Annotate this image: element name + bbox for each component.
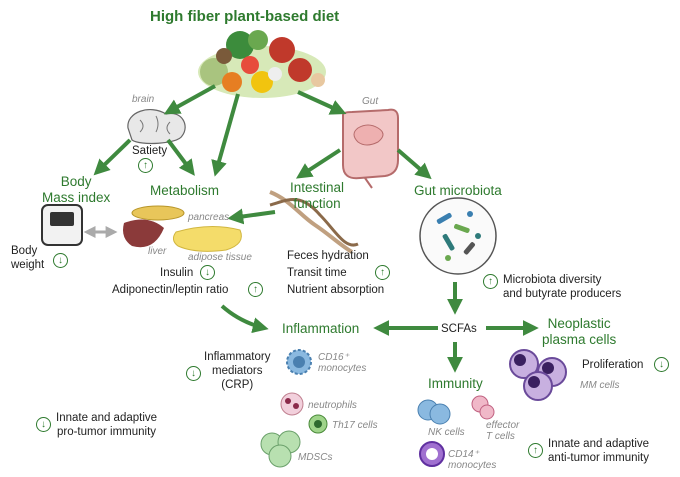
proliferation-down-icon: ↓ (654, 356, 669, 374)
flow-arrows (93, 84, 539, 373)
insulin-label: Insulin (160, 267, 194, 279)
nk-cells (417, 399, 451, 425)
th17-cells-label: Th17 cells (332, 420, 378, 431)
cd16-monocytes-label: CD16⁺ monocytes (318, 352, 367, 374)
nutrient-absorption-label: Nutrient absorption (287, 284, 385, 296)
vegetables-illustration (198, 30, 326, 98)
cd14-monocyte-cell (419, 441, 445, 467)
feces-hydration-label: Feces hydration (287, 250, 369, 262)
satiety-up-icon: ↑ (138, 157, 153, 175)
scfas-label: SCFAs (441, 323, 477, 335)
diagram-title: High fiber plant-based diet (150, 8, 340, 25)
dna-illustration (269, 190, 359, 254)
mm-cells-label: MM cells (580, 380, 620, 391)
insulin-down-icon: ↓ (200, 264, 215, 282)
microbiota-circle (419, 197, 497, 275)
pancreas-shape (131, 205, 185, 221)
satiety-label: Satiety (132, 145, 168, 157)
liver-shape (123, 219, 164, 248)
scale-illustration (41, 204, 83, 246)
brain-illustration (127, 109, 186, 145)
adipose-shape (172, 225, 242, 252)
cd14-monocytes-label: CD14⁺ monocytes (448, 449, 497, 471)
transit-time-up-icon: ↑ (375, 264, 390, 282)
mdscs-label: MDSCs (298, 452, 333, 463)
th17-cell (308, 414, 328, 434)
proliferation-label: Proliferation (582, 359, 644, 371)
protumor-down-icon: ↓ (36, 416, 51, 434)
metabolism-heading: Metabolism (150, 183, 220, 198)
microbiota-up-icon: ↑ (483, 273, 498, 291)
pancreas-label: pancreas (188, 212, 230, 223)
body-weight-label: Body weight (11, 245, 45, 271)
adiponectin-label: Adiponectin/leptin ratio (112, 284, 229, 296)
neoplastic-plasma-cells-heading: Neoplastic plasma cells (542, 316, 617, 347)
effector-t-cells-label: effector T cells (486, 420, 520, 442)
gut-label: Gut (362, 96, 379, 107)
antitumor-up-icon: ↑ (528, 442, 543, 460)
gut-microbiota-heading: Gut microbiota (414, 183, 502, 198)
body-mass-index-heading: Body Mass index (42, 174, 111, 205)
microbiota-diversity-label: Microbiota diversity and butyrate produc… (503, 274, 622, 300)
intestinal-function-heading: Intestinal function (290, 180, 345, 211)
mediators-down-icon: ↓ (186, 365, 201, 383)
inflammation-heading: Inflammation (282, 321, 360, 336)
neutrophil-cell (280, 392, 304, 416)
cd16-monocyte-cell (286, 349, 312, 375)
antitumor-immunity-label: Innate and adaptive anti-tumor immunity (548, 438, 650, 464)
intestine-illustration (342, 108, 399, 189)
inflammatory-mediators-label: Inflammatory mediators (CRP) (204, 351, 271, 391)
body-weight-down-icon: ↓ (53, 252, 68, 270)
brain-label: brain (132, 94, 155, 105)
effector-t-cells (471, 395, 495, 420)
immunity-heading: Immunity (428, 376, 483, 391)
adipose-label: adipose tissue (188, 252, 252, 263)
nk-cells-label: NK cells (428, 427, 465, 438)
liver-label: liver (148, 246, 167, 257)
neutrophils-label: neutrophils (308, 400, 357, 411)
mm-cells (509, 349, 567, 401)
adiponectin-up-icon: ↑ (248, 281, 263, 299)
protumor-immunity-label: Innate and adaptive pro-tumor immunity (56, 412, 158, 438)
mdsc-cells (260, 430, 301, 468)
transit-time-label: Transit time (287, 267, 347, 279)
